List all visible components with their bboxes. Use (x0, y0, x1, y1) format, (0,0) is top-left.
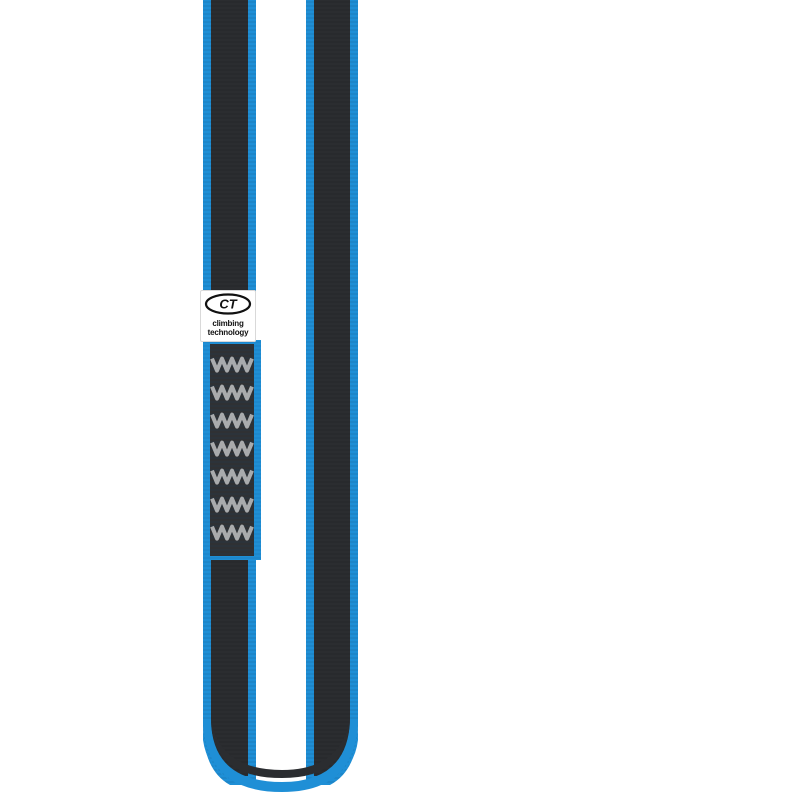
ct-logo-icon: CT (204, 293, 252, 315)
tag-line-climbing: climbing (212, 319, 244, 328)
tag-line-technology: technology (207, 328, 249, 337)
bartack-stitch (210, 496, 254, 513)
bartack-stitch (210, 356, 254, 373)
bartack-stitch (210, 412, 254, 429)
tag-logo-text: CT (219, 297, 237, 312)
bartack-stitches (210, 356, 254, 541)
bartack-section (203, 340, 261, 560)
webbing-right-texture (306, 0, 358, 785)
bartack-overlay-texture (203, 340, 261, 560)
bartack-stitch (210, 384, 254, 401)
brand-tag: CT climbing technology (200, 290, 256, 342)
bartack-stitch (210, 468, 254, 485)
webbing-right-strand (306, 0, 358, 785)
bartack-stitch (210, 524, 254, 541)
bartack-stitch (210, 440, 254, 457)
